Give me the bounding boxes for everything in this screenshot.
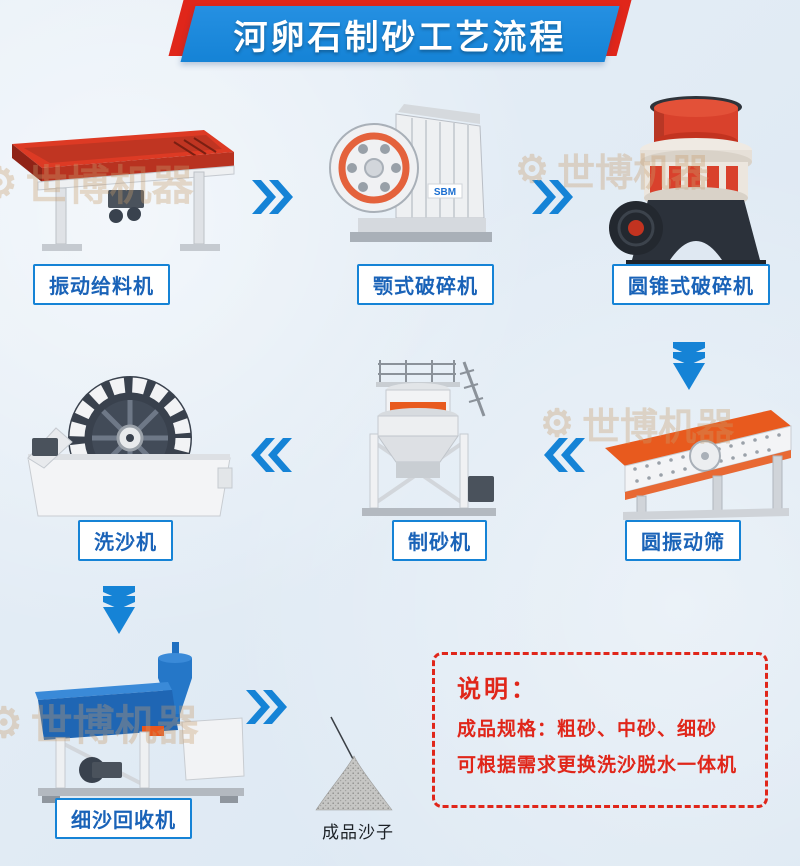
sand-washer-image (22, 372, 236, 524)
arrow-jaw-to-cone-icon (532, 180, 574, 214)
note-line-spec: 成品规格：粗砂、中砂、细砂 (457, 719, 718, 740)
product-pointer-line (328, 714, 358, 764)
circular-vibrating-screen-image (593, 398, 795, 520)
arrow-washer-to-recycler-icon (102, 586, 136, 636)
sand-washer-label: 洗沙机 (78, 520, 173, 561)
cone-crusher-image (608, 92, 776, 274)
jaw-crusher-label: 颚式破碎机 (357, 264, 494, 305)
cone-crusher-label: 圆锥式破碎机 (612, 264, 770, 305)
finished-sand-pile-image (312, 752, 396, 814)
watermark-logo-icon: ⚙ (0, 699, 23, 746)
jaw-crusher-brand-logo: SBM (434, 187, 456, 198)
circular-vibrating-screen-label: 圆振动筛 (625, 520, 741, 561)
fine-sand-recycler-image (22, 638, 258, 808)
finished-sand-label: 成品沙子 (322, 823, 394, 842)
note-box: 说明： 成品规格：粗砂、中砂、细砂 可根据需求更换洗沙脱水一体机 (432, 652, 768, 808)
fine-sand-recycler-label: 细沙回收机 (55, 798, 192, 839)
arrow-cone-to-screen-icon (672, 342, 706, 392)
page-title: 河卵石制砂工艺流程 (233, 18, 567, 57)
arrow-feeder-to-jaw-icon (252, 180, 294, 214)
arrow-recycler-to-product-icon (246, 690, 288, 724)
note-title: 说明： (457, 676, 538, 703)
arrow-screen-to-sandmaker-icon (543, 438, 585, 472)
sand-making-machine-label: 制砂机 (392, 520, 487, 561)
title-banner: 河卵石制砂工艺流程 (168, 0, 632, 62)
vibrating-feeder-image (8, 108, 240, 260)
note-line-option: 可根据需求更换洗沙脱水一体机 (457, 755, 738, 777)
jaw-crusher-image: SBM (328, 98, 500, 266)
sand-making-machine-image (352, 358, 504, 520)
vibrating-feeder-label: 振动给料机 (33, 264, 170, 305)
arrow-sandmaker-to-washer-icon (250, 438, 292, 472)
